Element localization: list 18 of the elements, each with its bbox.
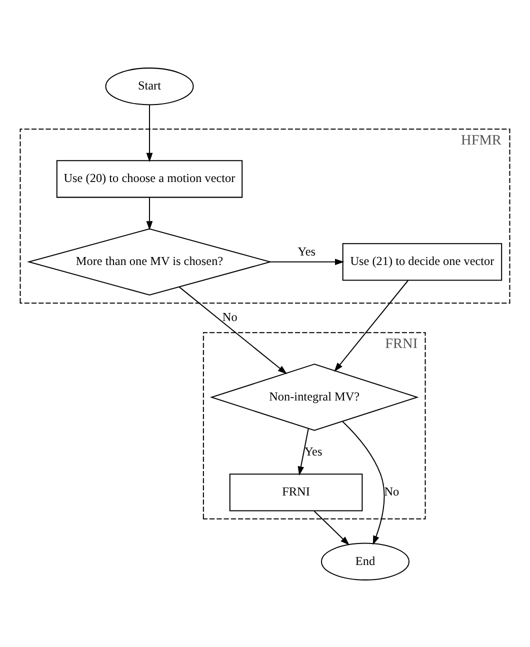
node-diamond: More than one MV is chosen?: [26, 228, 272, 296]
arrow: [270, 258, 344, 265]
edge-label: No: [222, 310, 238, 324]
arrow: [298, 428, 309, 476]
arrow: [146, 197, 153, 230]
node-ellipse: End: [320, 542, 410, 580]
edge-label: Yes: [304, 444, 322, 458]
arrow: [342, 420, 385, 544]
edge-label: No: [384, 484, 400, 498]
arrow: [179, 286, 288, 374]
arrow: [146, 104, 153, 162]
arrow: [334, 280, 409, 372]
edge-label: Yes: [298, 244, 316, 258]
node-ellipse: Start: [105, 67, 194, 105]
node-box: Use (20) to choose a motion vector: [56, 160, 243, 198]
arrow: [314, 510, 350, 545]
node-box: FRNI: [229, 473, 363, 511]
node-box: Use (21) to decide one vector: [342, 242, 502, 280]
